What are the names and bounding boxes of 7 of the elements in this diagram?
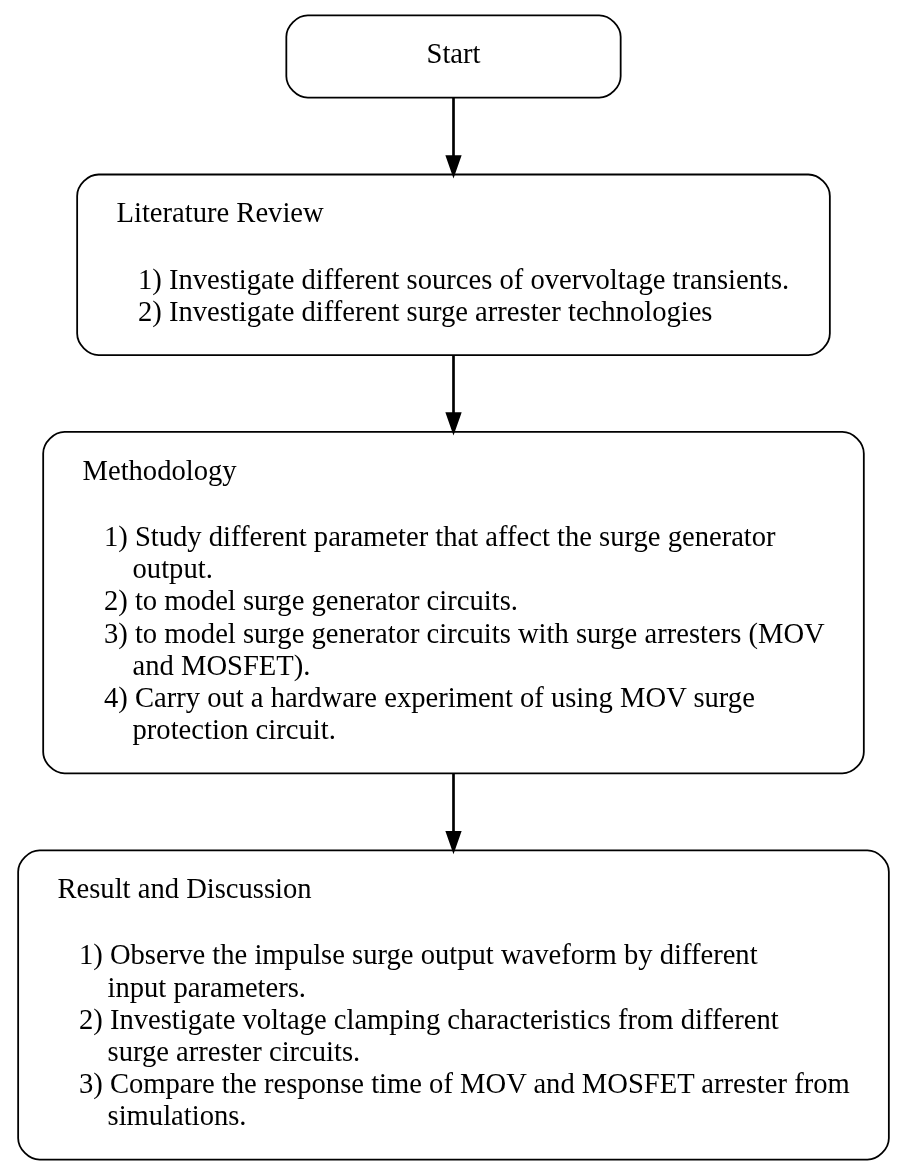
node-box: Start <box>285 14 622 99</box>
node-box: Result and Discussion 1) Observe the impulse surge output waveform by different input parameters. 2) Investigate voltage clamping characteristics from different surge arrester circuits. 3) Compare the response time of MOV and MOSFET arrester from simulations. <box>17 849 890 1161</box>
arrow <box>445 773 462 855</box>
node-box: Literature Review 1) Investigate different sources of overvoltage transients. 2) Investigate different surge arrester technologies <box>76 173 831 356</box>
arrow <box>445 355 462 436</box>
arrow <box>445 97 462 179</box>
node-box: Methodology 1) Study different parameter that affect the surge generator output. 2) to model surge generator circuits. 3) to model surge generator circuits with surge arresters (MOV and MOSFET). 4) Carry out a hardware experiment of using MOV surge protection circuit. <box>42 431 865 775</box>
